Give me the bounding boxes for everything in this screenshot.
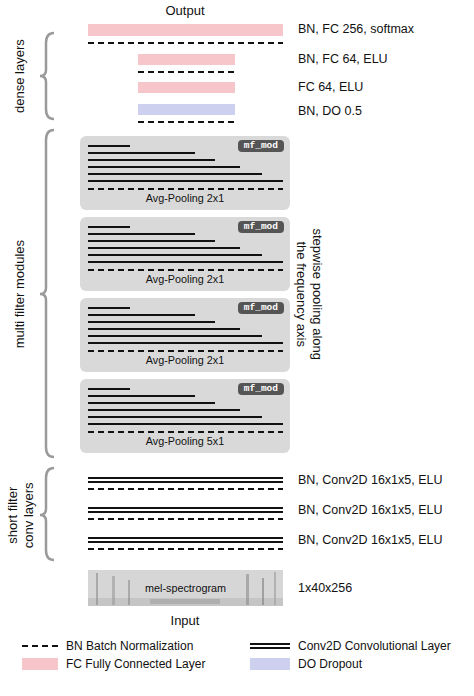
text-holder: mel-spectrogram <box>88 570 283 606</box>
bn-line <box>88 431 283 433</box>
bn-line <box>88 488 283 490</box>
texture <box>246 574 249 605</box>
module-tag: mf_mod <box>238 302 284 314</box>
legend-conv-sample <box>250 644 290 648</box>
legend-swatch <box>250 658 290 670</box>
module-tag: mf_mod <box>238 221 284 233</box>
fc-bar <box>138 82 235 93</box>
group-bn-lines <box>22 43 283 646</box>
group-label: dense layers <box>12 21 28 131</box>
bn-line <box>138 121 235 123</box>
pooling-text: Avg-Pooling 2x1 <box>80 191 290 206</box>
layer-label: BN, Conv2D 16x1x5, ELU <box>298 533 443 549</box>
pooling-text: Avg-Pooling 5x1 <box>80 434 290 449</box>
texture <box>274 572 276 605</box>
group-dense-layers <box>88 24 283 115</box>
bn-line <box>138 71 235 73</box>
filter-lines <box>88 146 283 181</box>
module-tag: mf_mod <box>238 140 284 152</box>
group-label: multi filter modules <box>12 194 28 394</box>
group-brackets <box>40 33 54 560</box>
tag-text: mf_mod <box>244 302 278 314</box>
texture <box>128 580 130 605</box>
pooling-note: stepwise pooling along the frequency axi… <box>293 218 326 370</box>
bracket <box>40 468 54 560</box>
group-label: short filter conv layers <box>5 473 38 557</box>
bracket <box>40 33 54 119</box>
layer-label: FC 64, ELU <box>298 80 363 96</box>
legend-bn-sample <box>22 645 58 647</box>
module-tag: mf_mod <box>238 383 284 395</box>
fc-bar <box>138 54 235 65</box>
text-patch: mel-spectrogram <box>141 582 230 594</box>
bn-line <box>88 188 283 190</box>
bn-line <box>88 269 283 271</box>
legend-text: FC Fully Connected Layer <box>66 657 205 672</box>
texture <box>96 573 98 605</box>
bn-line <box>88 518 283 520</box>
tag-text: mf_mod <box>244 221 278 233</box>
texture <box>262 578 264 605</box>
group-module-filters <box>88 146 283 424</box>
dropout-bar <box>138 104 235 115</box>
texture <box>88 598 283 606</box>
texture <box>112 576 115 605</box>
legend-text: BN Batch Normalization <box>66 639 193 654</box>
layer-label: BN, DO 0.5 <box>298 104 362 120</box>
tag-text: mf_mod <box>244 383 278 395</box>
legend-swatch <box>22 658 58 670</box>
output-label: Output <box>165 3 204 19</box>
spectrogram-box: mel-spectrogram <box>88 570 283 606</box>
filter-lines <box>88 389 283 424</box>
spectrogram-texture <box>88 572 283 606</box>
texture <box>150 599 220 604</box>
shape-label: 1x40x256 <box>298 581 352 597</box>
bn-line <box>88 42 283 44</box>
bn-line <box>88 350 283 352</box>
fc-bar <box>88 24 283 36</box>
bn-line <box>88 548 283 550</box>
layer-label: BN, FC 64, ELU <box>298 52 388 68</box>
layer-label: BN, FC 256, softmax <box>298 22 414 38</box>
layer-label: BN, Conv2D 16x1x5, ELU <box>298 473 443 489</box>
legend-text: DO Dropout <box>298 657 362 672</box>
pooling-text: Avg-Pooling 2x1 <box>80 353 290 368</box>
input-label: Input <box>171 613 200 629</box>
bracket <box>40 130 54 457</box>
pooling-text: Avg-Pooling 2x1 <box>80 272 290 287</box>
filter-lines <box>88 308 283 343</box>
legend-text: Conv2D Convolutional Layer <box>298 639 451 654</box>
layer-label: BN, Conv2D 16x1x5, ELU <box>298 503 443 519</box>
group-conv-lines <box>88 478 290 648</box>
tag-text: mf_mod <box>244 140 278 152</box>
filter-lines <box>88 227 283 262</box>
conv-lines <box>88 478 283 542</box>
